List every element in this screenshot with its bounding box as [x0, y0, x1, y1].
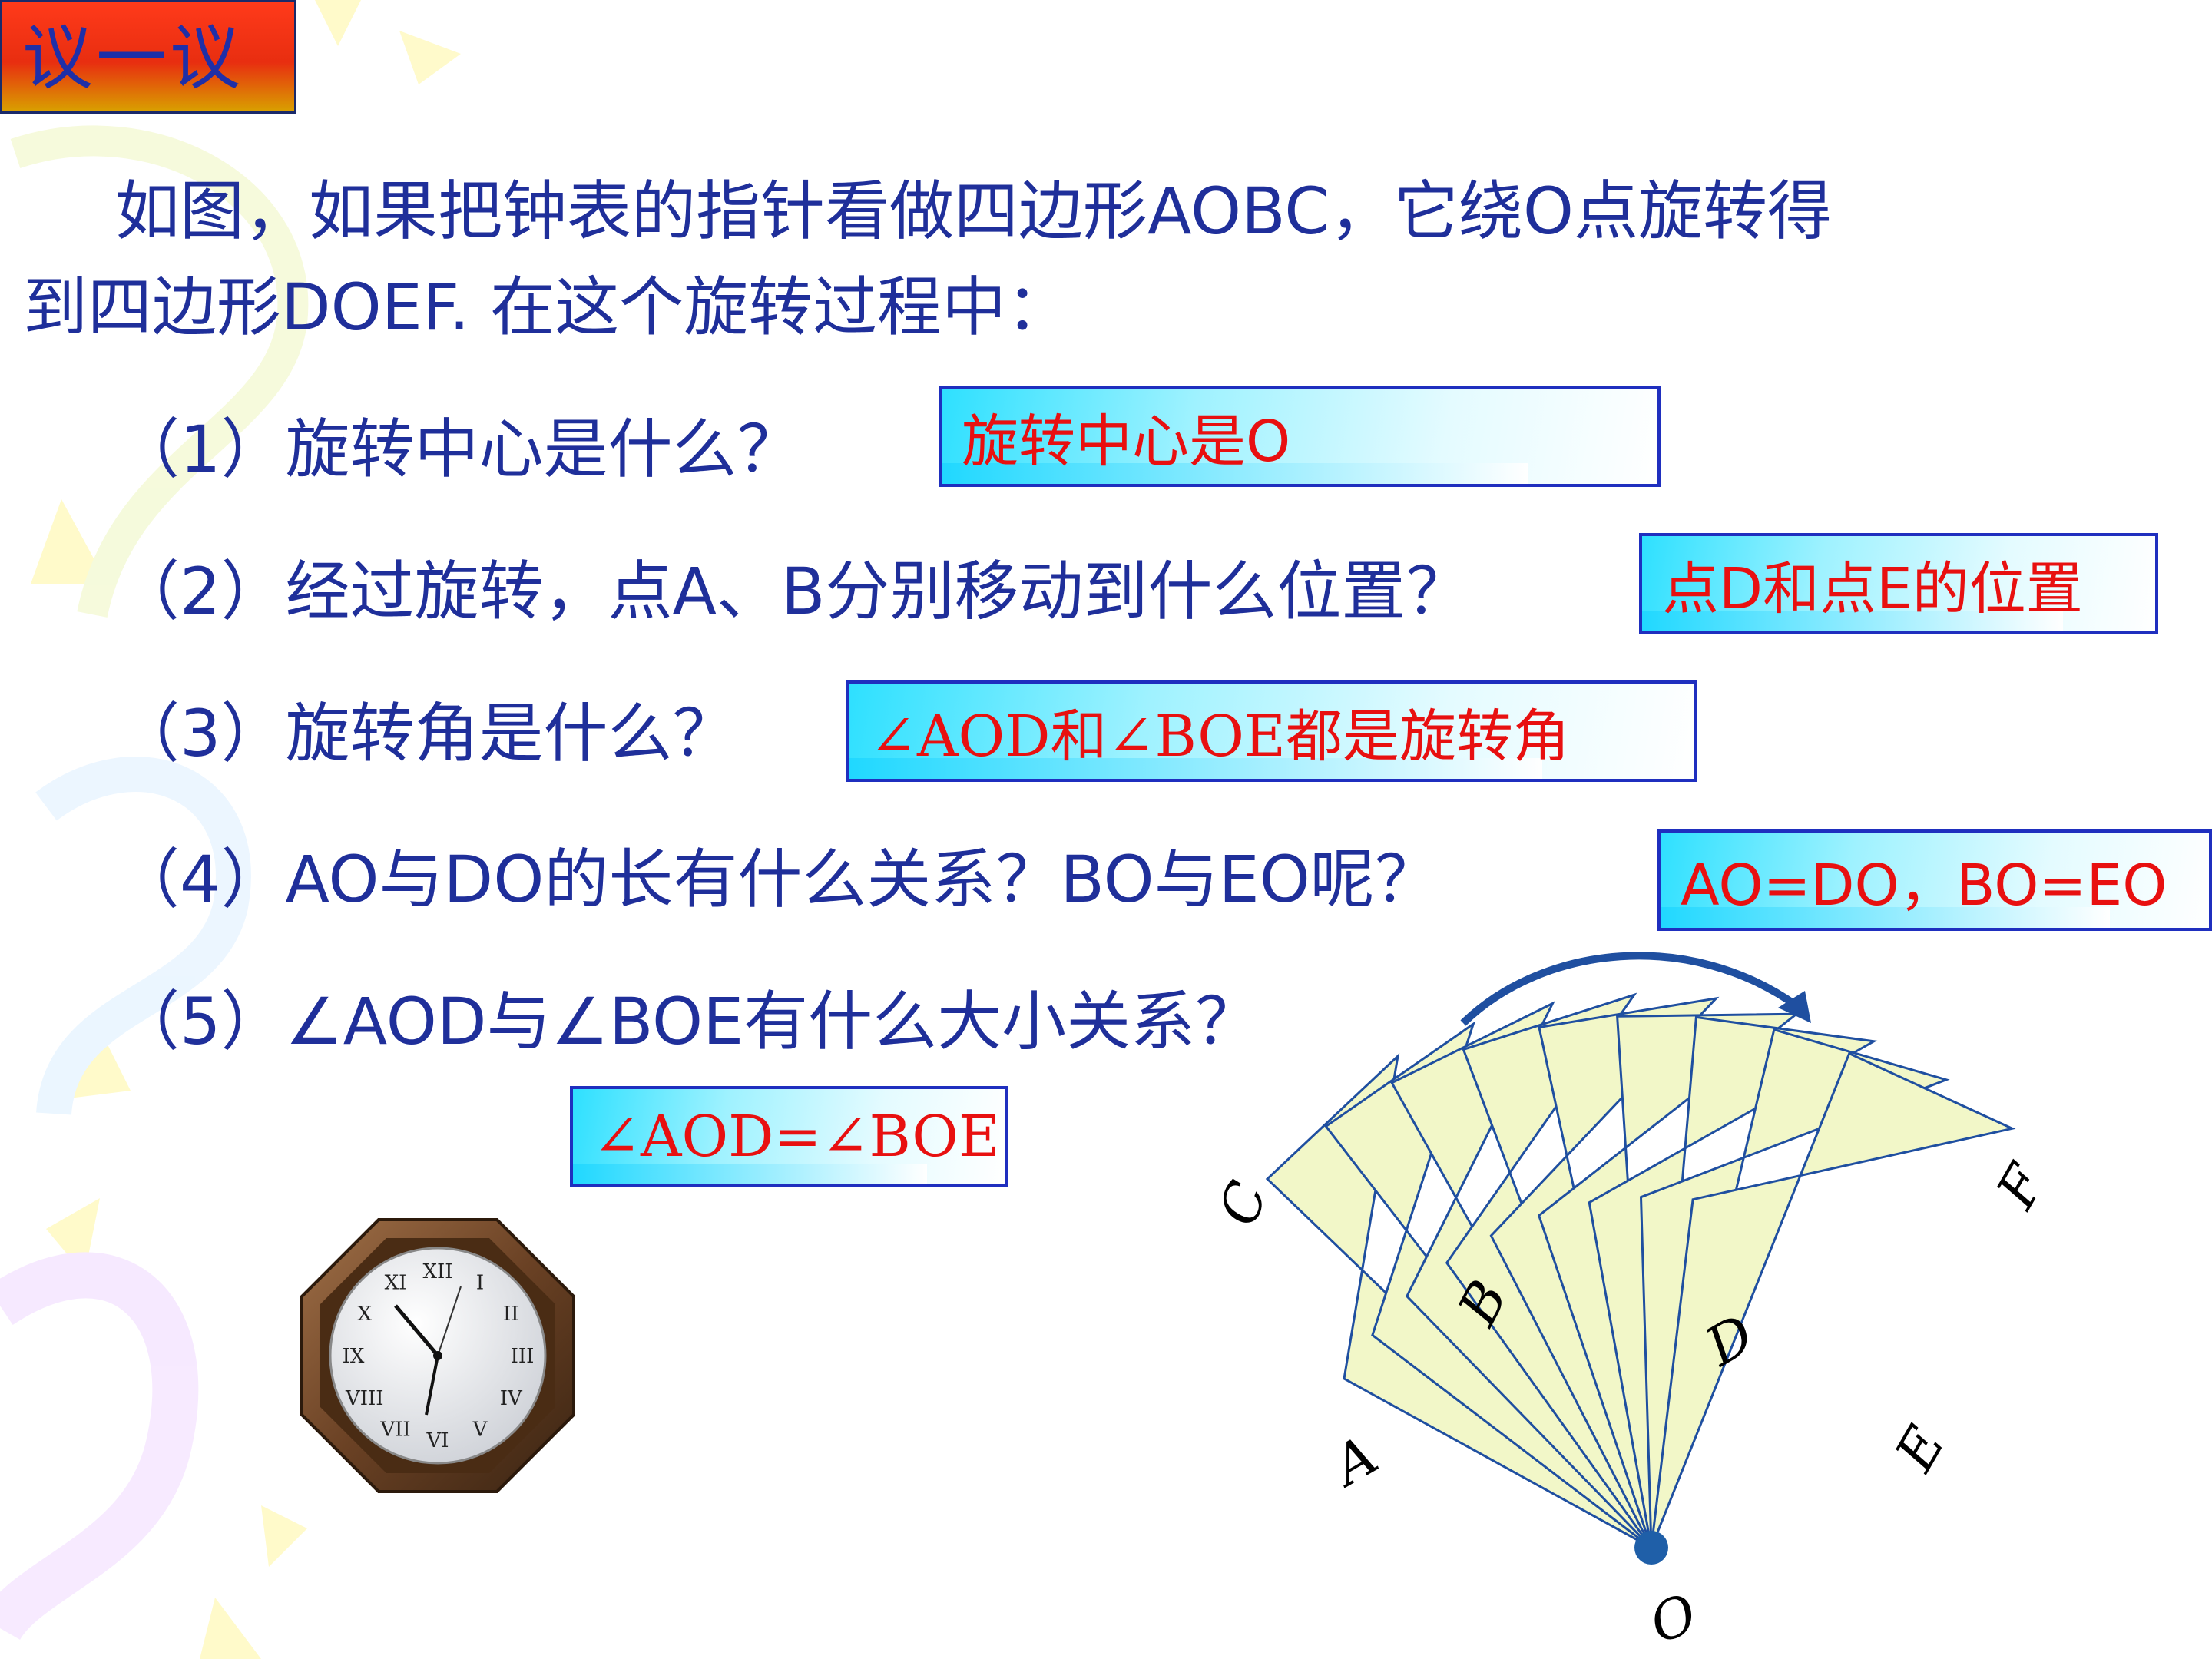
answer-3: ∠AOD和∠BOE都是旋转角 [869, 703, 1570, 770]
answer-box-3: ∠AOD和∠BOE都是旋转角 [846, 680, 1697, 782]
clock-numeral: XII [422, 1260, 452, 1283]
clock-numeral: IX [343, 1345, 365, 1368]
answer-box-2: 点D和点E的位置 [1639, 533, 2158, 634]
question-5: （5）∠AOD与∠BOE有什么大小关系？ [115, 984, 1260, 1059]
answer-2: 点D和点E的位置 [1662, 555, 2083, 622]
point-label-e: E [1883, 1416, 1958, 1482]
answer-box-5: ∠AOD=∠BOE [570, 1086, 1008, 1187]
clock-minute-hand [425, 1355, 439, 1416]
fan-blades [1265, 992, 2016, 1549]
clock-numeral: III [511, 1345, 535, 1368]
slide-title-box: 议一议 [0, 0, 296, 114]
clock-numeral: IV [500, 1387, 523, 1410]
clock-numeral: I [476, 1272, 484, 1295]
clock-numeral: VI [426, 1429, 449, 1452]
slide-title: 议一议 [22, 17, 244, 99]
answer-5: ∠AOD=∠BOE [593, 1104, 1000, 1170]
clock-hour-hand [394, 1304, 439, 1357]
clock-numeral: VIII [345, 1387, 384, 1410]
rotation-arrow-arc [1460, 952, 1800, 1026]
question-4: （4）AO与DO的长有什么关系？BO与EO呢？ [115, 842, 1439, 917]
clock-second-hand [437, 1286, 462, 1356]
question-3: （3）旋转角是什么？ [115, 696, 737, 771]
answer-box-1: 旋转中心是O [939, 386, 1661, 487]
intro-line-2: 到四边形DOEF. 在这个旋转过程中： [23, 270, 1071, 345]
clock-numeral: II [503, 1303, 519, 1326]
point-label-o: O [1642, 1581, 1705, 1656]
clock-numeral: XI [385, 1272, 407, 1295]
point-label-a: A [1319, 1423, 1388, 1499]
fan-quadrilateral [1650, 1051, 2016, 1548]
answer-4: AO=DO，BO=EO [1681, 852, 2167, 919]
point-label-f: F [1984, 1153, 2058, 1220]
question-1: （1）旋转中心是什么？ [115, 412, 802, 487]
question-2: （2）经过旋转，点A、B分别移动到什么位置？ [115, 554, 1471, 629]
rotation-arrowhead [1778, 991, 1811, 1023]
clock-numeral: VII [379, 1418, 410, 1441]
answer-box-4: AO=DO，BO=EO [1657, 830, 2212, 931]
clock-numeral: X [357, 1303, 372, 1326]
rotation-center-point [1634, 1531, 1668, 1565]
intro-line-1: 如图，如果把钟表的指针看做四边形AOBC，它绕O点旋转得 [115, 174, 1833, 249]
clock-numeral: V [472, 1418, 488, 1441]
answer-1: 旋转中心是O [962, 408, 1291, 475]
rotation-figure: A B C D E F O [1214, 952, 2058, 1656]
